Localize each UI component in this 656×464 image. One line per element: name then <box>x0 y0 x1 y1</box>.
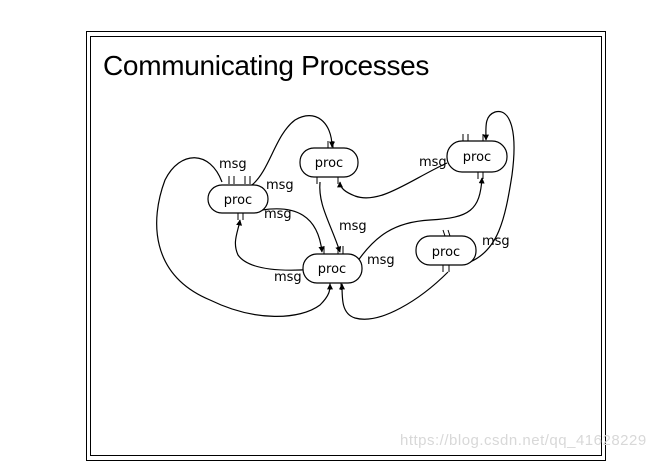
edge-top-to-bottom <box>319 181 342 253</box>
edge-left-to-bottom <box>261 208 325 253</box>
node-label: proc <box>432 245 460 260</box>
msg-label: msg <box>266 178 294 193</box>
msg-labels: msg msg msg msg msg msg msg msg <box>219 155 510 285</box>
node-label: proc <box>318 262 346 277</box>
msg-label: msg <box>367 253 395 268</box>
node-proc-mid-right: proc <box>415 235 477 266</box>
msg-label: msg <box>274 270 302 285</box>
edge-midright-loop <box>469 110 515 263</box>
edge-left-to-top <box>251 115 335 186</box>
node-proc-left: proc <box>207 184 269 214</box>
edge-right-to-top <box>337 162 448 199</box>
msg-label: msg <box>219 157 247 172</box>
msg-label: msg <box>264 207 292 222</box>
node-proc-top: proc <box>299 147 359 178</box>
edge-left-loop <box>156 157 333 317</box>
slide-frame-inner <box>90 36 602 456</box>
edge-bottom-to-right <box>354 177 485 266</box>
slide-title: Communicating Processes <box>103 50 430 81</box>
slide-frame-outer <box>86 31 606 461</box>
node-proc-bottom: proc <box>302 253 363 284</box>
watermark: https://blog.csdn.net/qq_41628229 <box>400 432 647 449</box>
node-proc-right: proc <box>446 140 508 173</box>
msg-label: msg <box>339 219 367 234</box>
msg-label: msg <box>482 234 510 249</box>
node-label: proc <box>315 156 343 171</box>
node-label: proc <box>224 193 252 208</box>
edge-bottom-to-left <box>234 219 329 271</box>
edge-midright-to-bottom <box>339 271 449 320</box>
node-label: proc <box>463 150 491 165</box>
msg-label: msg <box>419 155 447 170</box>
